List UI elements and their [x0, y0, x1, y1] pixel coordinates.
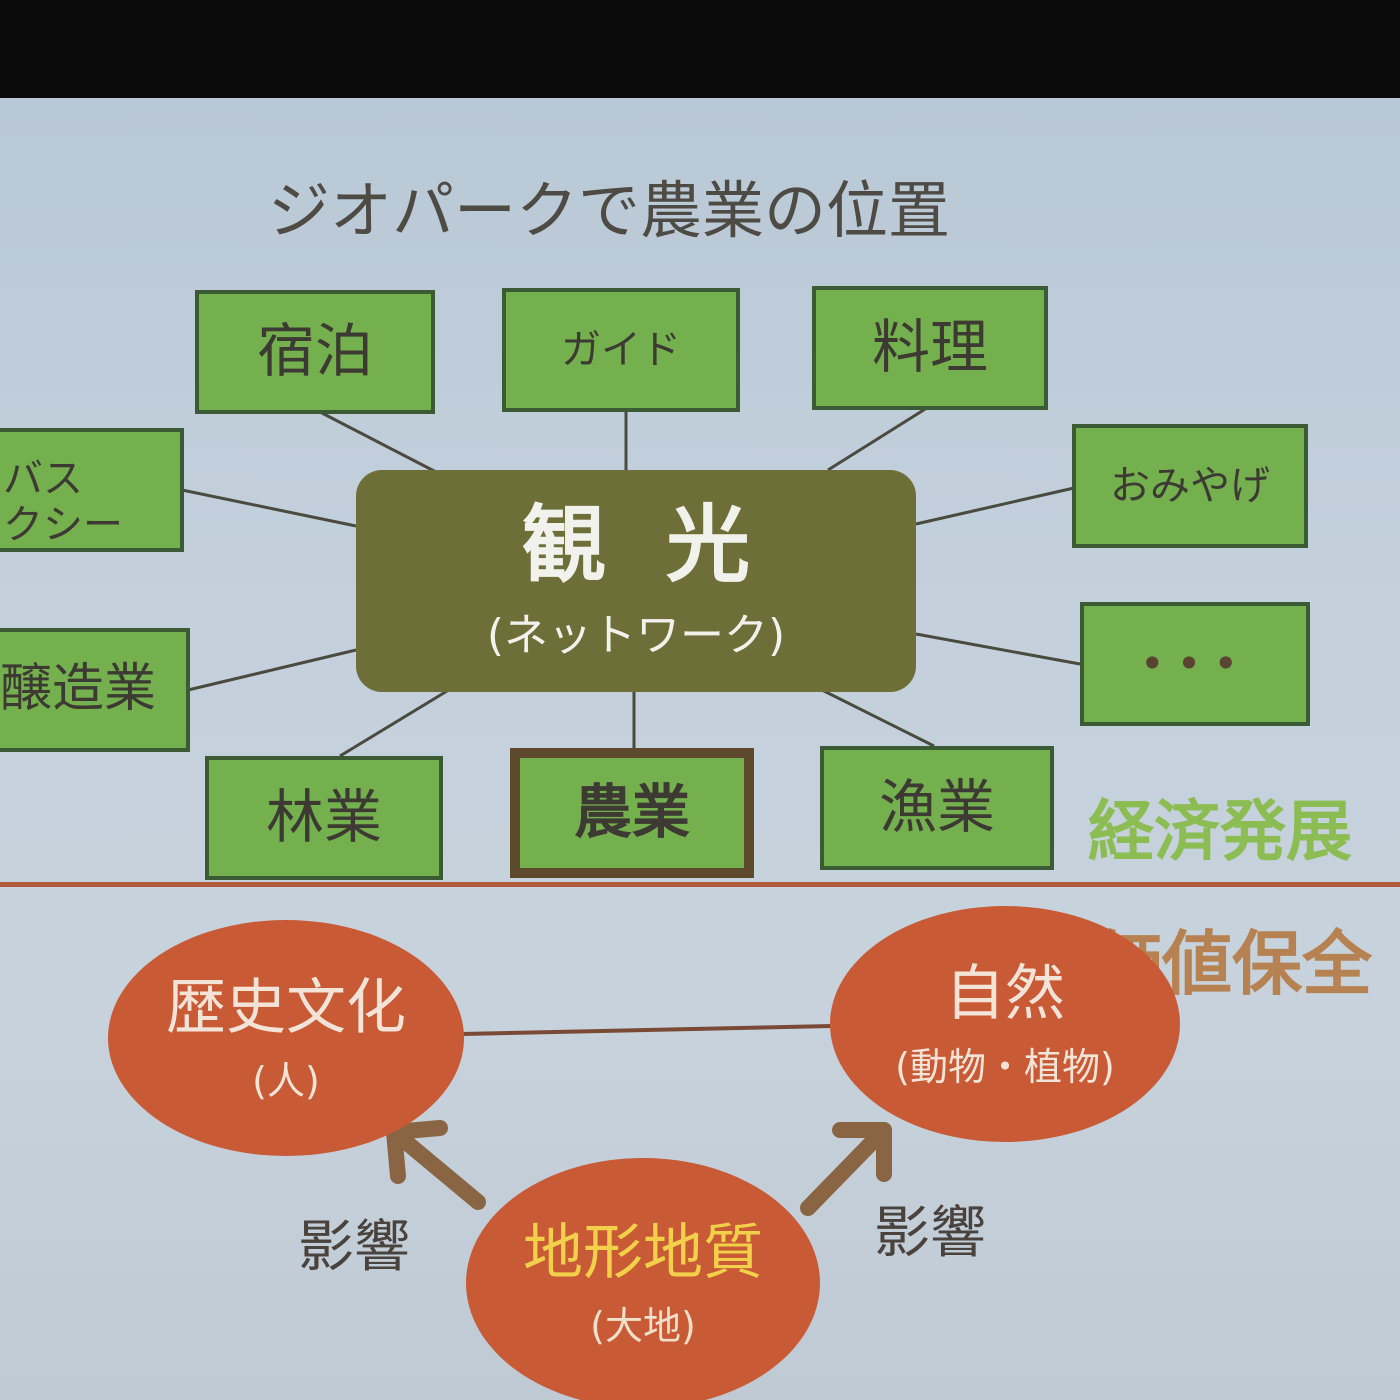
- connector-forestry: [339, 686, 453, 758]
- connector-fishery: [817, 686, 935, 748]
- node-bus-taxi: バス タクシー: [0, 428, 184, 552]
- node-brewing: 醸造業: [0, 628, 190, 752]
- connector-more: [915, 632, 1081, 666]
- node-lodging: 宿泊: [195, 290, 435, 414]
- node-cuisine-label: 料理: [871, 313, 988, 382]
- node-more: •••: [1080, 602, 1310, 726]
- connector-cuisine: [827, 404, 931, 472]
- node-lodging-label: 宿泊: [256, 317, 373, 386]
- node-guide-label: ガイド: [561, 327, 681, 373]
- node-fishery: 漁業: [820, 746, 1054, 870]
- oval-history-culture: 歴史文化 (人): [108, 920, 464, 1156]
- node-brewing-label: 醸造業: [0, 659, 156, 720]
- hub-tourism: 観光 (ネットワーク): [356, 470, 916, 692]
- connector-history-nature: [461, 1024, 833, 1036]
- node-fishery-label: 漁業: [878, 773, 995, 842]
- arrow-to-history: [386, 1120, 486, 1210]
- node-bus-label: バス: [3, 456, 83, 502]
- oval-nature: 自然 (動物・植物): [830, 906, 1180, 1142]
- section-divider: [0, 882, 1400, 887]
- connector-lodging: [319, 410, 441, 476]
- arrow-to-nature: [800, 1122, 892, 1216]
- node-souvenir: おみやげ: [1072, 424, 1308, 548]
- oval-nature-sub: (動物・植物): [895, 1044, 1115, 1089]
- node-agriculture: 農業: [510, 748, 754, 878]
- node-taxi-label: タクシー: [0, 502, 123, 548]
- hub-title: 観光: [521, 495, 810, 594]
- node-agriculture-label: 農業: [573, 778, 690, 847]
- oval-history-title: 歴史文化: [166, 972, 406, 1043]
- slide: ジオパークで農業の位置 宿泊 ガイド 料理 バス タクシー おみやげ 醸造業 •…: [0, 98, 1400, 1400]
- oval-nature-title: 自然: [945, 958, 1065, 1029]
- influence-left-label: 影響: [298, 1215, 410, 1280]
- hub-subtitle: (ネットワーク): [486, 610, 786, 662]
- connector-brewing: [187, 648, 357, 692]
- oval-history-sub: (人): [252, 1058, 320, 1103]
- label-economic-development: 経済発展: [1088, 793, 1352, 870]
- node-forestry-label: 林業: [265, 783, 382, 852]
- node-guide: ガイド: [502, 288, 740, 412]
- connector-souvenir: [915, 486, 1075, 526]
- node-forestry: 林業: [205, 756, 443, 880]
- oval-geology-sub: (大地): [590, 1303, 696, 1348]
- oval-geology-title: 地形地質: [523, 1217, 763, 1288]
- connector-bus: [181, 488, 357, 528]
- connector-layer: [181, 404, 1081, 1216]
- node-cuisine: 料理: [812, 286, 1048, 410]
- ellipsis-icon: •••: [1139, 638, 1251, 688]
- node-souvenir-label: おみやげ: [1110, 463, 1270, 509]
- oval-geology: 地形地質 (大地): [466, 1158, 820, 1400]
- influence-right-label: 影響: [874, 1201, 986, 1266]
- slide-title: ジオパークで農業の位置: [268, 174, 951, 247]
